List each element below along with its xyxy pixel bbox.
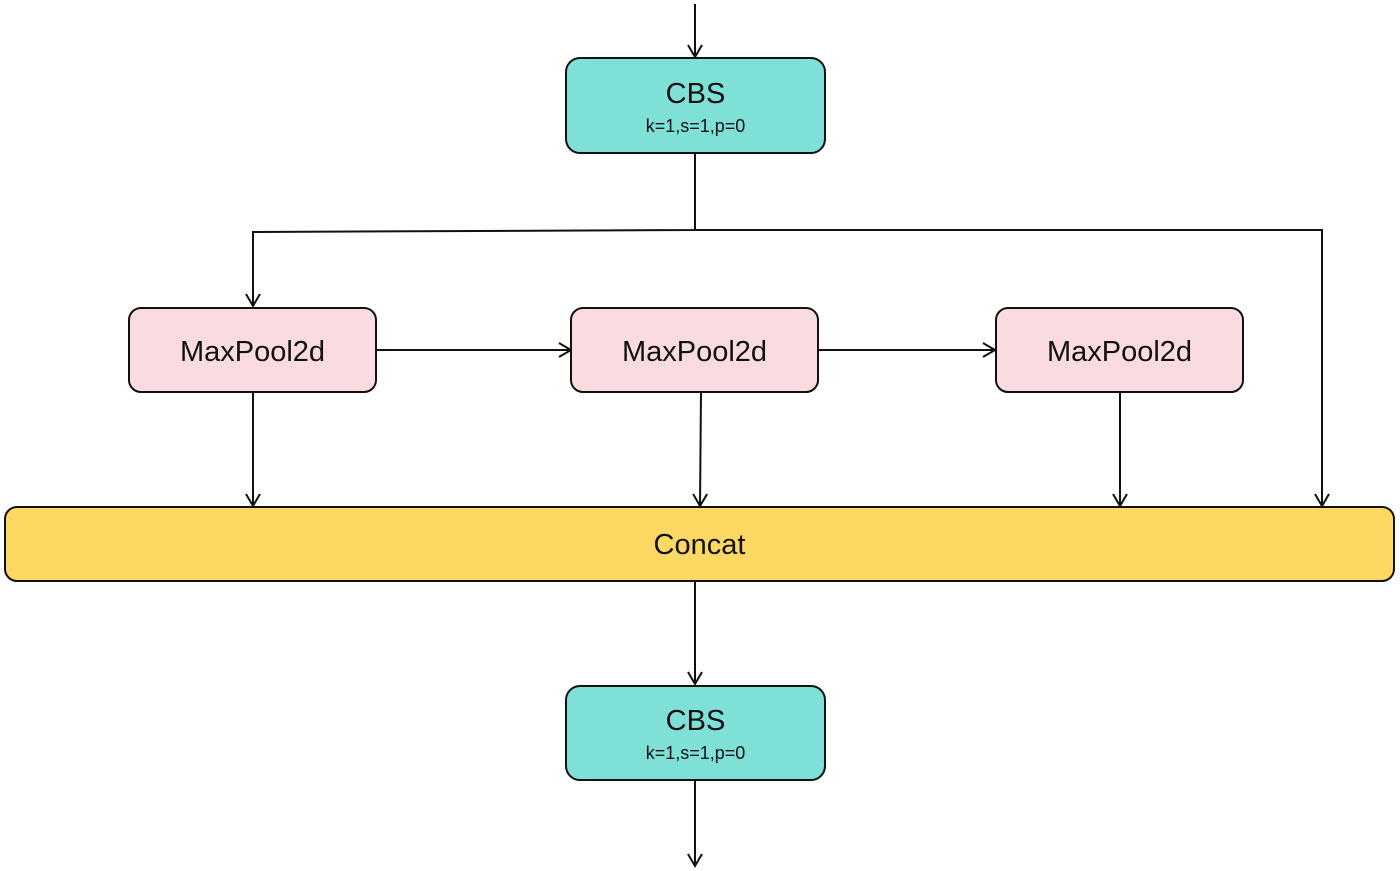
concat-node: Concat: [4, 506, 1395, 582]
maxpool-1-box: [128, 307, 377, 393]
edge-cbs-top-to-concat-skip: [695, 229, 1330, 508]
maxpool-1-label: MaxPool2d: [180, 336, 325, 368]
cbs-top-title: CBS: [666, 78, 726, 110]
cbs-bottom-subtitle: k=1,s=1,p=0: [646, 743, 746, 763]
edges: [245, 4, 1330, 868]
maxpool-2-box: [570, 307, 819, 393]
maxpool-3-box: [995, 307, 1244, 393]
cbs-top-subtitle: k=1,s=1,p=0: [646, 116, 746, 136]
maxpool-2-node: MaxPool2d: [570, 307, 819, 393]
edge-cbs-top-to-maxpool-1: [245, 153, 696, 308]
cbs-bottom-title: CBS: [666, 705, 726, 737]
edge-maxpool-2-to-concat: [692, 391, 708, 508]
maxpool-2-label: MaxPool2d: [622, 336, 767, 368]
cbs-bottom-box: [565, 685, 826, 781]
concat-box: [4, 506, 1395, 582]
cbs-top-node: CBS k=1,s=1,p=0: [565, 57, 826, 154]
cbs-top-box: [565, 57, 826, 154]
concat-label: Concat: [654, 529, 746, 561]
maxpool-3-node: MaxPool2d: [995, 307, 1244, 393]
cbs-bottom-node: CBS k=1,s=1,p=0: [565, 685, 826, 781]
maxpool-1-node: MaxPool2d: [128, 307, 377, 393]
maxpool-3-label: MaxPool2d: [1047, 336, 1192, 368]
